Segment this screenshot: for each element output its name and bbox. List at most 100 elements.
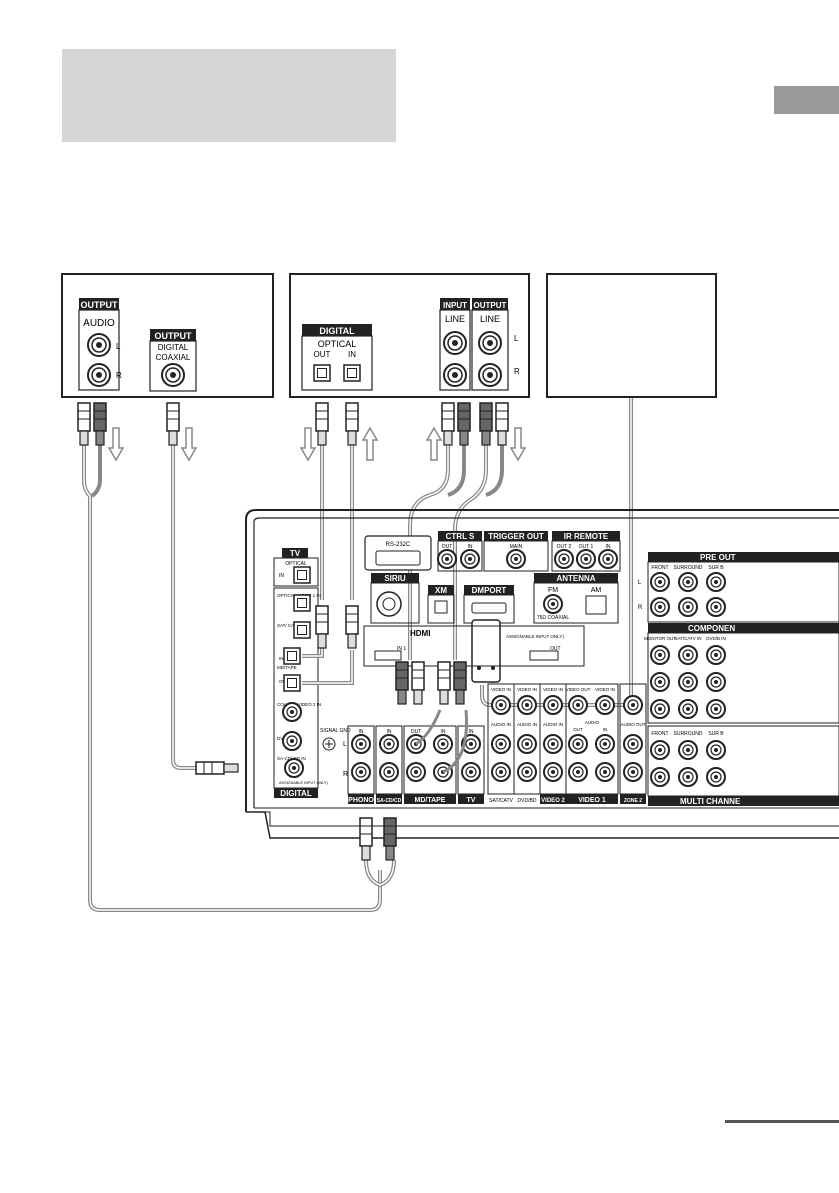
section-title-box — [62, 49, 396, 142]
ctrl-s-in-jack — [460, 549, 480, 569]
audio-l-label: L — [343, 741, 347, 748]
md-optical-out-jack — [313, 364, 331, 382]
video2-tag: VIDEO 2 — [541, 798, 565, 804]
video2-video-in-label: VIDEO IN — [543, 687, 563, 692]
preout-r-label: R — [638, 605, 643, 611]
receiver-optical-in-plug — [315, 605, 329, 649]
receiver-rear-panel — [245, 509, 839, 839]
multi-channel-section: FRONT SURROUND SUR B MULTI CHANNE — [647, 725, 839, 806]
trigger-out-section: TRIGGER OUT MAIN — [483, 531, 549, 572]
ctrl-s-in-label: IN — [468, 544, 473, 550]
assignable-input-label: ASSIGNABLE INPUT ONLY) — [279, 781, 329, 785]
rs232c-port: RS-232C — [364, 535, 432, 571]
video1-video-out-label: VIDEO OUT — [566, 687, 591, 692]
ir-remote-tag: IR REMOTE — [564, 532, 609, 541]
cd-audio-l-plug — [77, 402, 91, 446]
md-tape-in-audio-label: IN — [441, 729, 446, 735]
md-digital-section: DIGITAL OPTICAL OUT IN — [301, 324, 373, 391]
md-input-tag: INPUT — [443, 301, 467, 310]
multi-front-label: FRONT — [651, 731, 668, 737]
cd-audio-r-plug — [93, 402, 107, 446]
ir-in-jack — [598, 549, 618, 569]
md-optical-in-jack — [343, 364, 361, 382]
trigger-out-tag: TRIGGER OUT — [488, 532, 544, 541]
dvd-in-label: DVD/B IN — [706, 636, 726, 641]
sat-catv-in-label: SAT/CATV IN — [674, 636, 701, 641]
cd-coaxial-arrow-icon — [181, 427, 197, 461]
receiver-optical-out-plug — [345, 605, 359, 649]
md-line-out-r-plug — [495, 402, 509, 446]
antenna-tag: ANTENNA — [556, 574, 595, 583]
tv-optical-label: OPTICAL — [285, 561, 307, 567]
sat-audio-in-label: AUDIO IN — [491, 722, 511, 727]
hdmi-section: HDMI IN 1 OUT ASSIGNABLE INPUT ONLY) — [363, 625, 585, 667]
fm-antenna-jack — [543, 594, 563, 614]
sat-video-in-label: VIDEO IN — [491, 687, 511, 692]
md-digital-tag: DIGITAL — [319, 326, 355, 336]
sirius-tag: SIRIU — [384, 574, 406, 583]
md-line-out-label: LINE — [480, 314, 500, 324]
tv-box — [546, 273, 717, 398]
md-optical-out-plug — [315, 402, 329, 446]
md-line-in-label: LINE — [445, 314, 465, 324]
md-tape-tag: MD/TAPE — [415, 797, 446, 804]
cd-analog-arrow-icon — [108, 427, 124, 461]
hdmi-assignable-label: ASSIGNABLE INPUT ONLY) — [506, 634, 564, 639]
zone2-tag: ZONE 2 — [624, 798, 642, 804]
md-line-in-r-plug — [457, 402, 471, 446]
video2-audio-in-label: AUDIO IN — [543, 722, 563, 727]
trigger-main-label: MAIN — [510, 544, 523, 550]
digital-input-column: TV OPTICAL IN OPTICAL VIDEO 1 IN SAT/ CA… — [273, 548, 329, 798]
zone2-audio-out-label: AUDIO OUT — [620, 722, 645, 727]
pre-out-section: PRE OUT FRONT SURROUND SUR B L R — [638, 552, 839, 623]
receiver-md-out-r-plug — [453, 661, 467, 705]
sirius-xm-section: SIRIU XM — [370, 573, 455, 624]
cd-l-label: L — [116, 342, 121, 351]
video1-audio-in-label: IN — [603, 727, 608, 732]
sacd-in-label: IN — [387, 729, 392, 735]
coaxial-video2-label: COAXIAL VIDEO 2 IN — [277, 702, 321, 707]
md-tape-optical-in-jack — [283, 647, 301, 665]
md-line-in-arrow-icon — [426, 427, 442, 461]
cd-analog-cable — [82, 445, 382, 912]
ir-out2-jack — [554, 549, 574, 569]
cd-coaxial-plug — [166, 402, 180, 446]
ctrl-s-out-label: OUT — [442, 544, 453, 550]
cd-audio-l-jack — [87, 333, 111, 357]
cd-output-tag: OUTPUT — [81, 300, 119, 310]
phono-tag: PHONO — [348, 797, 374, 804]
md-line-in-l-jack — [443, 331, 467, 355]
signal-gnd-label: SIGNAL GND — [320, 728, 351, 734]
md-tape-in-label: IN — [279, 656, 284, 661]
signal-gnd: SIGNAL GND — [320, 728, 351, 751]
sat-catv-digital-label: SAT/ CATV IN — [277, 623, 305, 628]
hdmi-in-label: IN 1 — [397, 646, 406, 652]
tv-optical-in-label: IN — [279, 573, 284, 579]
receiver-md-in-l-plug — [395, 661, 409, 705]
cd-coaxial-jack — [161, 363, 185, 387]
tv-digital-tag: TV — [290, 549, 301, 558]
continued-marker — [725, 1120, 839, 1123]
multi-surback-label: SUR B — [708, 731, 724, 737]
sacd-cd-tag: SA-CD/CD — [377, 798, 402, 804]
md-optical-label: OPTICAL — [318, 339, 357, 349]
receiver-coaxial-plug — [195, 761, 239, 775]
md-line-in-r-jack — [443, 363, 467, 387]
md-optical-in-label: IN — [348, 350, 356, 359]
component-section: COMPONEN MONITOR OUT SAT/CATV IN DVD/B I… — [644, 623, 839, 724]
coaxial-video2-jack — [282, 702, 302, 722]
audio-input-row: L R IN PHONO IN SA-CD/CD OUT IN MD/TAPE … — [343, 683, 647, 804]
cd-player-digital-output: OUTPUT DIGITAL COAXIAL — [149, 329, 197, 392]
cd-audio-label: AUDIO — [83, 318, 115, 329]
md-optical-out-arrow-icon — [300, 427, 316, 461]
monitor-out-label: MONITOR OUT — [644, 636, 676, 641]
audio-r-label: R — [343, 771, 348, 778]
cd-player-analog-output: OUTPUT AUDIO L R — [78, 298, 122, 391]
xm-tag: XM — [435, 586, 447, 595]
ctrl-s-section: CTRL S OUT IN — [437, 531, 483, 572]
md-tape-digital-label: MD/TAPE — [277, 665, 297, 670]
ctrl-s-out-jack — [437, 549, 457, 569]
preout-surback-label: SUR B — [708, 565, 724, 571]
md-line-out-r-jack — [478, 363, 502, 387]
md-tape-out-audio-label: OUT — [411, 729, 422, 735]
